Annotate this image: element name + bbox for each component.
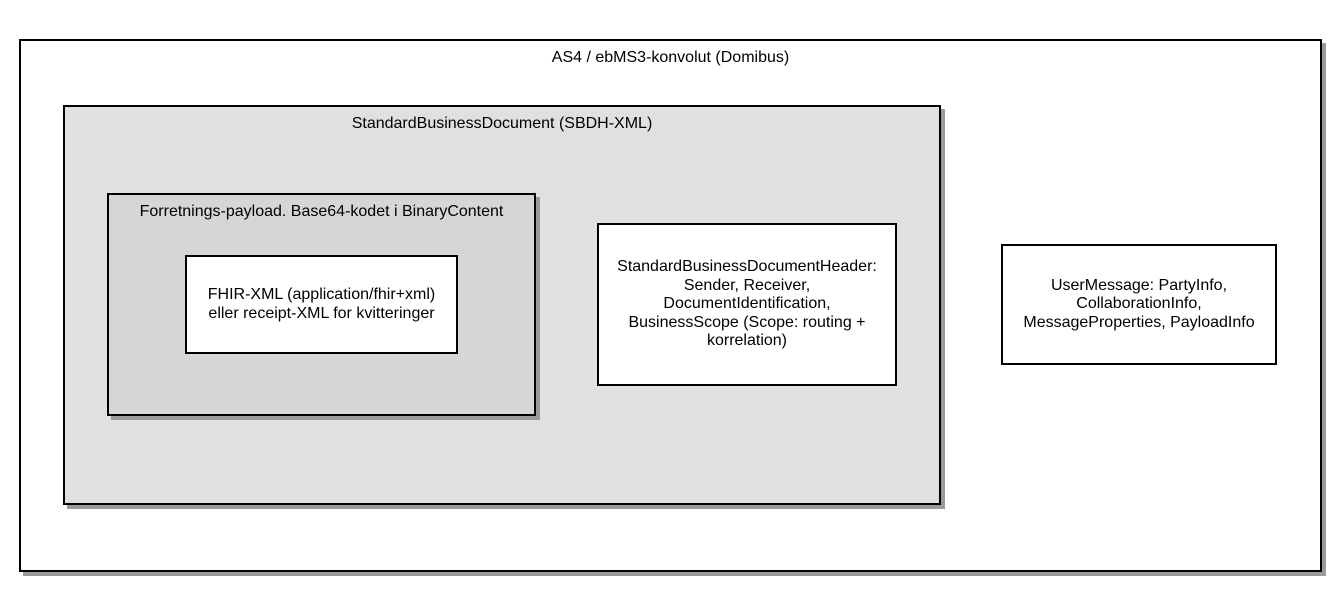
sbdh-header-label: StandardBusinessDocumentHeader: Sender, … bbox=[617, 258, 877, 350]
fhir-xml-node: FHIR-XML (application/fhir+xml) eller re… bbox=[185, 255, 458, 354]
sbdh-header-node: StandardBusinessDocumentHeader: Sender, … bbox=[597, 223, 897, 386]
user-message-node: UserMessage: PartyInfo, CollaborationInf… bbox=[1001, 244, 1277, 365]
business-payload-title: Forretnings-payload. Base64-kodet i Bina… bbox=[139, 203, 504, 220]
as4-envelope-title: AS4 / ebMS3-konvolut (Domibus) bbox=[551, 49, 790, 66]
user-message-label: UserMessage: PartyInfo, CollaborationInf… bbox=[1023, 276, 1255, 331]
standard-business-document-title: StandardBusinessDocument (SBDH-XML) bbox=[351, 115, 653, 132]
fhir-xml-label: FHIR-XML (application/fhir+xml) eller re… bbox=[207, 286, 436, 322]
